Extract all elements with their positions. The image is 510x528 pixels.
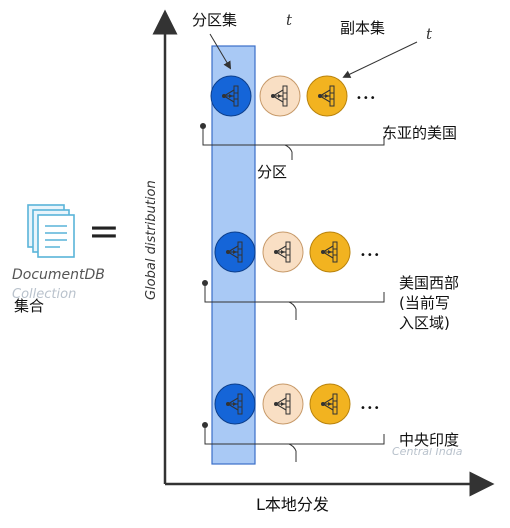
more-dots: ••• (356, 93, 377, 104)
t-label-2: t (426, 25, 433, 43)
partition-set-arrow (209, 33, 232, 70)
replica-set-label: 副本集 (340, 19, 386, 37)
more-dots: ••• (360, 403, 381, 414)
region-row-3 (202, 383, 385, 462)
local-distribution-axis-label: L本地分发 (256, 495, 329, 514)
region-row-1 (200, 75, 385, 160)
replica-set-arrow (342, 41, 418, 78)
partition-set-label: 分区集 (192, 11, 238, 29)
region-brace (202, 126, 385, 146)
partition-label: 分区 (257, 163, 288, 181)
region-brace (204, 425, 385, 445)
collection-ghost-label: Collection (12, 287, 77, 302)
document-collection-icon (27, 204, 75, 258)
region-brace (204, 283, 385, 303)
region-ghost-3: Central India (392, 445, 463, 458)
t-label-1: t (286, 11, 293, 29)
equals-sign: = (88, 209, 120, 253)
region-label-1: 东亚的美国 (382, 124, 458, 142)
global-distribution-axis-label: Global distribution (144, 180, 159, 300)
region-row-2 (202, 231, 385, 320)
collection-label: DocumentDB (12, 267, 105, 283)
collection-label-cn: 集合 (14, 297, 45, 315)
more-dots: ••• (360, 250, 381, 261)
region-label-2: 美国西部 (当前写入区域) (399, 274, 460, 332)
region-label-3: 中央印度 (399, 431, 460, 449)
